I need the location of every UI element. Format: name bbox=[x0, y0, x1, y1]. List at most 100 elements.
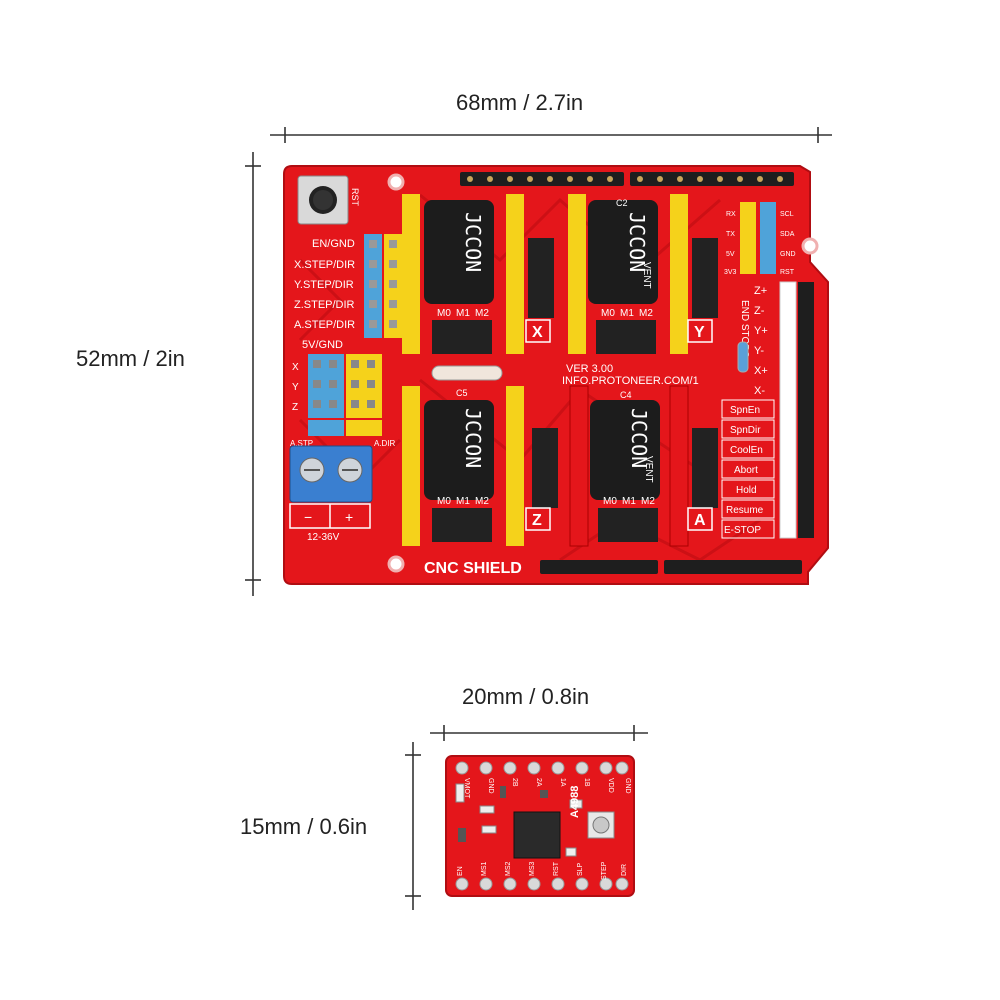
ctrl-spnen: SpnEn bbox=[730, 405, 760, 416]
resistor bbox=[737, 341, 749, 373]
serial-tx: TX bbox=[726, 231, 735, 238]
driver-slot-x bbox=[402, 194, 554, 354]
shield-height-label: 52mm / 2in bbox=[76, 346, 185, 371]
ms-a-m2: M2 bbox=[641, 496, 655, 507]
ms-a-m1: M1 bbox=[622, 496, 636, 507]
clone-label-z: Z bbox=[292, 402, 298, 413]
driver-pin-rst: RST bbox=[553, 861, 560, 876]
serial-gnd: GND bbox=[780, 251, 796, 258]
pin-label-en: EN/GND bbox=[312, 238, 355, 250]
endstop-z-minus: Z- bbox=[754, 305, 765, 317]
driver-pin-vdd: VDD bbox=[607, 778, 614, 793]
ctrl-hold: Hold bbox=[736, 485, 757, 496]
bottom-header-pins bbox=[540, 560, 802, 574]
driver-pin-ms1: MS1 bbox=[481, 862, 488, 877]
axis-label-y: Y bbox=[694, 324, 705, 341]
ms-z-m0: M0 bbox=[437, 496, 451, 507]
driver-pin-2a: 2A bbox=[535, 778, 542, 787]
pin-label-x: X.STEP/DIR bbox=[294, 259, 355, 271]
endstop-y-plus: Y+ bbox=[754, 325, 768, 337]
serial-sda: SDA bbox=[780, 231, 795, 238]
ms-x-m1: M1 bbox=[456, 308, 470, 319]
cap-label-c2: C2 bbox=[616, 198, 628, 208]
ctrl-spndir: SpnDir bbox=[730, 425, 761, 436]
cap-brand-x: JCCON bbox=[461, 212, 485, 272]
cap-brand-a: JCCON bbox=[627, 408, 651, 468]
axis-label-z: Z bbox=[532, 512, 542, 529]
top-header-pins bbox=[460, 172, 794, 186]
ctrl-abort: Abort bbox=[734, 465, 758, 476]
clone-label-x: X bbox=[292, 362, 299, 373]
clone-a-step: A.STP bbox=[290, 439, 313, 448]
url-label: INFO.PROTONEER.COM/1 bbox=[562, 375, 699, 387]
ctrl-coolen: CoolEn bbox=[730, 445, 763, 456]
cap-label-c4: C4 bbox=[620, 390, 632, 400]
driver-pin-2b: 2B bbox=[511, 778, 518, 787]
cap-vent-y: VENT bbox=[641, 262, 652, 289]
driver-pin-1b: 1B bbox=[583, 778, 590, 787]
driver-pin-gnd2: GND bbox=[624, 778, 631, 794]
ctrl-resume: Resume bbox=[726, 505, 764, 516]
reset-label: RST bbox=[350, 188, 360, 207]
serial-scl: SCL bbox=[780, 211, 794, 218]
ms-x-m2: M2 bbox=[475, 308, 489, 319]
serial-rx: RX bbox=[726, 211, 736, 218]
driver-chip bbox=[513, 811, 561, 859]
pin-label-5v: 5V/GND bbox=[302, 339, 343, 351]
driver-slot-a bbox=[569, 385, 718, 547]
driver-pin-dir: DIR bbox=[621, 864, 628, 876]
cnc-shield-board: RST EN/GND X.STEP/DIR Y.STEP/DIR Z.STEP/… bbox=[283, 165, 829, 585]
shield-width-label: 68mm / 2.7in bbox=[456, 90, 584, 115]
driver-slot-z bbox=[402, 386, 558, 546]
ms-z-m2: M2 bbox=[475, 496, 489, 507]
reset-button bbox=[297, 175, 349, 225]
axis-label-x: X bbox=[532, 324, 543, 341]
endstop-x-minus: X- bbox=[754, 385, 765, 397]
axis-label-a: A bbox=[694, 512, 706, 529]
driver-pin-en: EN bbox=[457, 866, 464, 876]
driver-chip-label: A4988 bbox=[569, 786, 581, 818]
driver-pin-gnd: GND bbox=[487, 778, 494, 794]
power-range: 12-36V bbox=[307, 532, 340, 543]
pin-label-y: Y.STEP/DIR bbox=[294, 279, 354, 291]
power-plus: + bbox=[345, 509, 353, 525]
cap-brand-z: JCCON bbox=[461, 408, 485, 468]
dimension-lines bbox=[245, 127, 832, 910]
driver-pin-vmot: VMOT bbox=[463, 778, 470, 799]
cap-brand-y: JCCON bbox=[625, 212, 649, 272]
serial-3v3: 3V3 bbox=[724, 269, 737, 276]
left-pin-header bbox=[364, 234, 402, 338]
ms-a-m0: M0 bbox=[603, 496, 617, 507]
cap-vent-a: VENT bbox=[643, 456, 654, 483]
ctrl-estop: E-STOP bbox=[724, 525, 761, 536]
driver-width-label: 20mm / 0.8in bbox=[462, 684, 590, 709]
version-label: VER 3.00 bbox=[566, 363, 613, 375]
ms-y-m1: M1 bbox=[620, 308, 634, 319]
endstops-title: END STOPS bbox=[739, 300, 750, 358]
serial-5v: 5V bbox=[726, 251, 735, 258]
driver-pin-1a: 1A bbox=[559, 778, 566, 787]
serial-header bbox=[740, 202, 776, 274]
cap-label-c5: C5 bbox=[456, 388, 468, 398]
clone-label-y: Y bbox=[292, 382, 299, 393]
endstop-control-header bbox=[779, 281, 814, 539]
driver-slot-y bbox=[568, 194, 718, 354]
ms-y-m2: M2 bbox=[639, 308, 653, 319]
clone-pin-header bbox=[308, 354, 382, 436]
ms-x-m0: M0 bbox=[437, 308, 451, 319]
driver-pin-step: STEP bbox=[601, 861, 608, 880]
board-title: CNC SHIELD bbox=[424, 560, 522, 577]
power-minus: − bbox=[304, 509, 312, 525]
pin-label-z: Z.STEP/DIR bbox=[294, 299, 355, 311]
ms-y-m0: M0 bbox=[601, 308, 615, 319]
endstop-y-minus: Y- bbox=[754, 345, 764, 357]
ms-z-m1: M1 bbox=[456, 496, 470, 507]
driver-height-label: 15mm / 0.6in bbox=[240, 814, 368, 839]
clone-a-dir: A.DIR bbox=[374, 439, 396, 448]
driver-board: A4988 EN MS1 MS2 MS3 RST SLP STEP DIR VM… bbox=[445, 755, 635, 897]
serial-rst: RST bbox=[780, 269, 795, 276]
pin-label-a: A.STEP/DIR bbox=[294, 319, 355, 331]
endstop-z-plus: Z+ bbox=[754, 285, 767, 297]
endstop-x-plus: X+ bbox=[754, 365, 768, 377]
